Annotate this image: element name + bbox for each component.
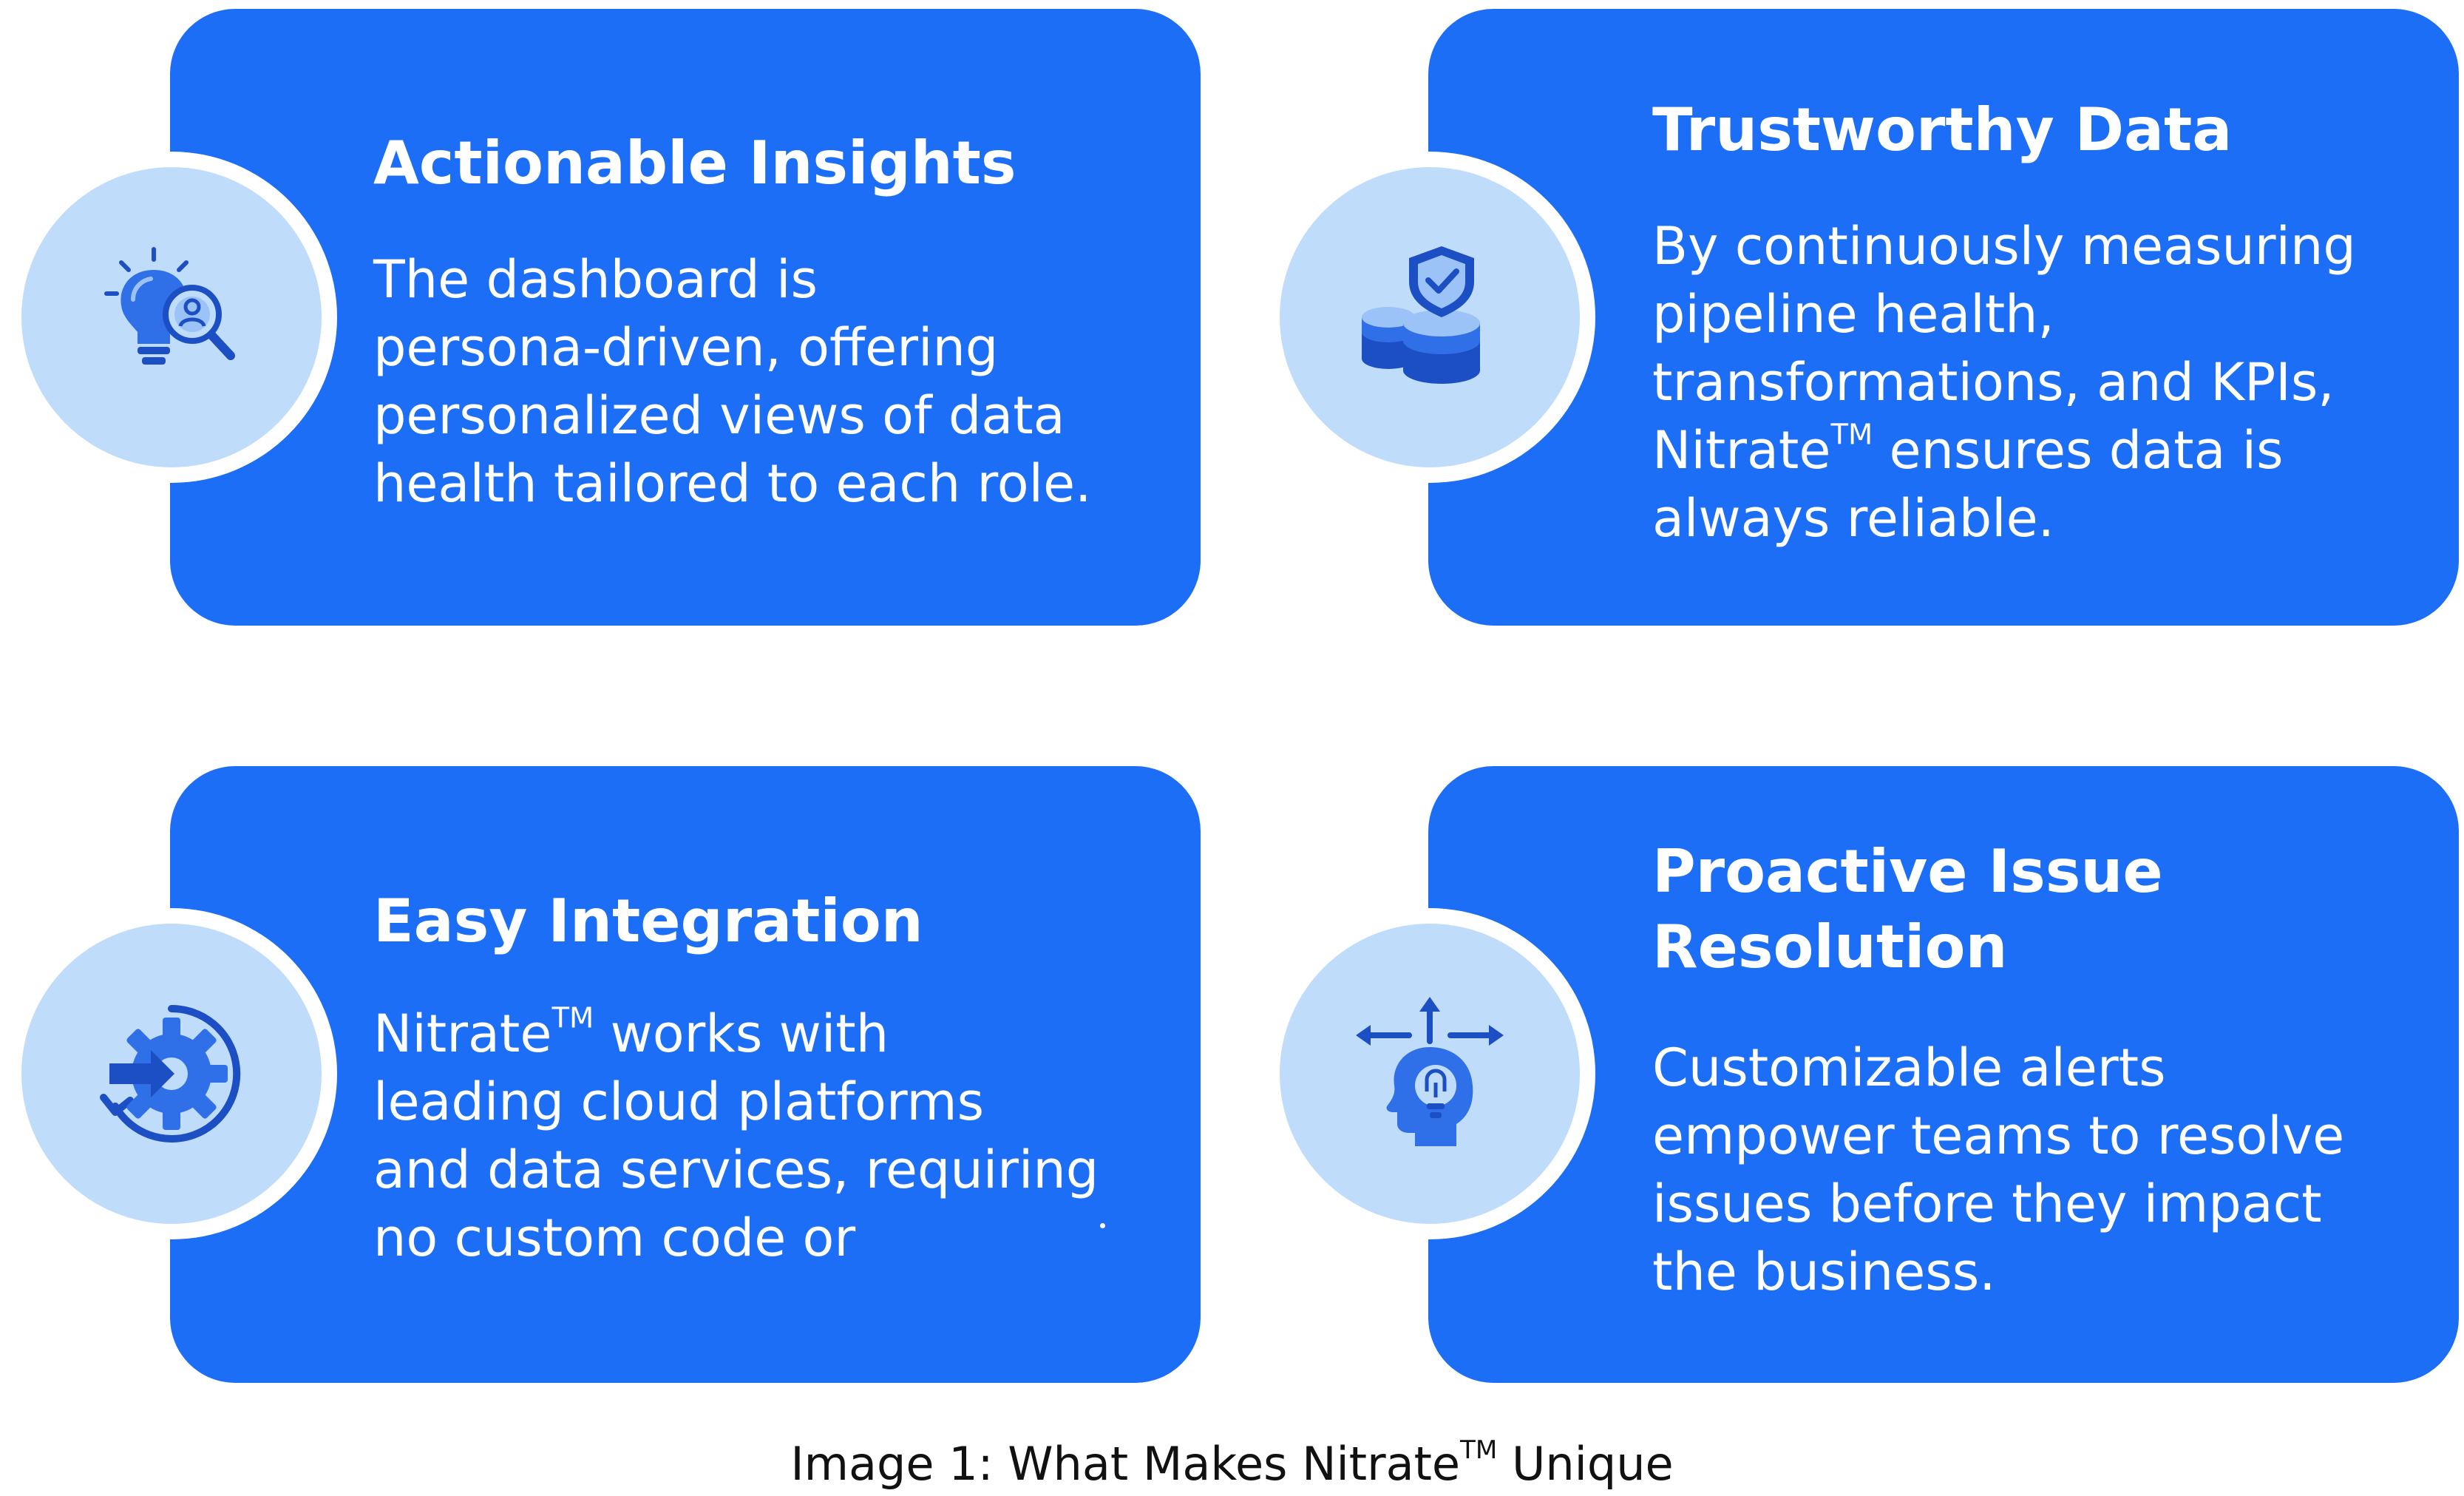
gear-arrow-icon: [100, 1004, 241, 1143]
card-description: The dashboard is persona-driven, offerin…: [373, 246, 1091, 518]
card-description: NitrateTM works with leading cloud platf…: [373, 1000, 1099, 1272]
card-title: Proactive Issue Resolution: [1652, 837, 2163, 981]
card-title: Trustworthy Data: [1652, 95, 2233, 164]
head-lightbulb-arrows-icon: [1356, 997, 1504, 1146]
text-line: persona-driven, offering: [373, 317, 999, 378]
card-trustworthy-data: [1428, 9, 2459, 626]
text-line: issues before they impact: [1652, 1174, 2322, 1234]
text-line: and data services, requiring: [373, 1140, 1099, 1200]
card-title: Actionable Insights: [373, 129, 1017, 197]
text-line: Customizable alerts: [1652, 1038, 2166, 1098]
badge-easy-integration: [6, 908, 337, 1239]
badge-proactive-issue-resolution: [1264, 908, 1595, 1239]
stray-dot: [1100, 1223, 1105, 1228]
card-actionable-insights: [170, 9, 1201, 626]
text-line: NitrateTM ensures data is: [1652, 418, 2284, 481]
text-line: personalized views of data: [373, 385, 1065, 446]
trademark: TM: [551, 1001, 594, 1035]
card-proactive-issue-resolution: [1428, 766, 2459, 1383]
lightbulb-magnifier-icon: [104, 247, 235, 365]
trademark: TM: [1460, 1435, 1498, 1466]
text-line: always reliable.: [1652, 488, 2054, 549]
badge-trustworthy-data: [1264, 152, 1595, 483]
text-line: leading cloud platforms: [373, 1072, 985, 1132]
text-line: no custom code or: [373, 1208, 856, 1268]
figure-caption: Image 1: What Makes NitrateTM Unique: [790, 1435, 1674, 1491]
text-line: NitrateTM works with: [373, 1001, 889, 1064]
text-line: empower teams to resolve: [1652, 1106, 2345, 1166]
text-line: pipeline health,: [1652, 284, 2054, 345]
card-description: By continuously measuring pipeline healt…: [1652, 212, 2356, 552]
badge-actionable-insights: [6, 152, 337, 483]
text-line: By continuously measuring: [1652, 216, 2356, 277]
trademark: TM: [1830, 418, 1873, 452]
shield-database-icon: [1362, 246, 1480, 384]
card-easy-integration: [170, 766, 1201, 1383]
card-title: Easy Integration: [373, 887, 923, 955]
card-description: Customizable alerts empower teams to res…: [1652, 1034, 2344, 1306]
text-line: the business.: [1652, 1242, 1996, 1302]
text-line: health tailored to each role.: [373, 453, 1092, 514]
text-line: transformations, and KPIs,: [1652, 352, 2335, 413]
text-line: The dashboard is: [373, 249, 818, 310]
